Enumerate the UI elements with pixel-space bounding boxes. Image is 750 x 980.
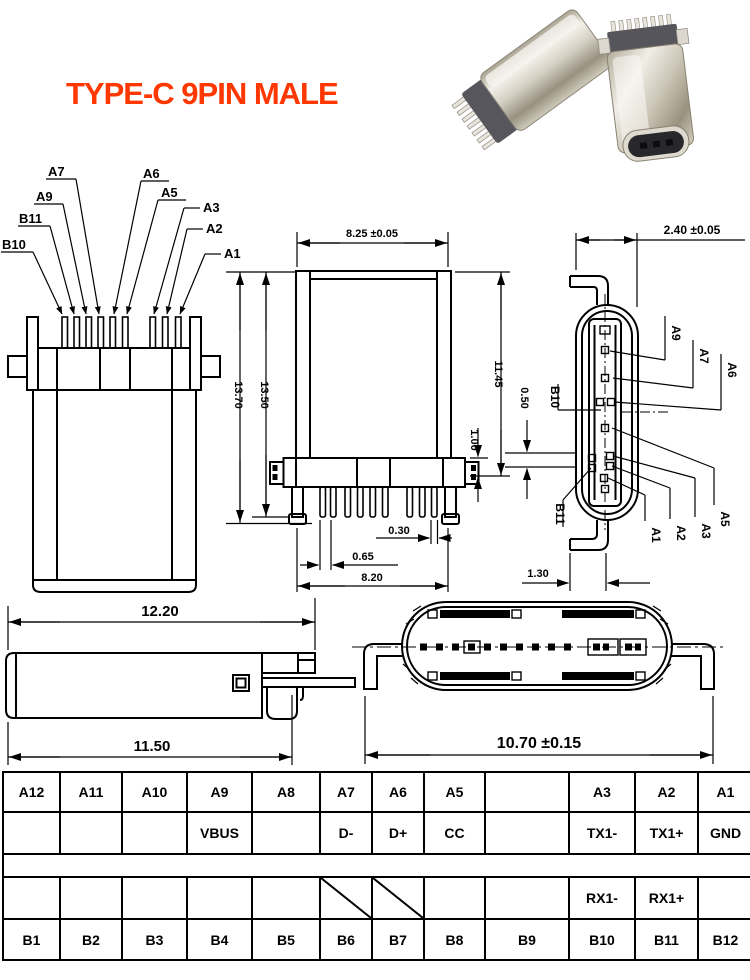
dim-thickness: 2.40 ±0.05: [664, 223, 721, 237]
connector-sample-front: [597, 13, 695, 162]
connector-sample-angled: [451, 9, 613, 151]
table-cell: [423, 876, 486, 920]
table-cell: A9: [186, 771, 253, 813]
dim-body-height: 13.50: [258, 381, 270, 409]
section-label-a7: A7: [697, 348, 711, 364]
table-cell: [697, 876, 750, 920]
table-cell: B6: [319, 918, 373, 961]
table-cell-crossed: [319, 876, 373, 920]
dim-total-length: 12.20: [141, 603, 179, 620]
section-label-a5: A5: [718, 511, 732, 527]
table-cell: [186, 876, 253, 920]
table-cell-crossed: [371, 876, 425, 920]
table-cell: [2, 876, 61, 920]
table-cell: B10: [568, 918, 636, 961]
section-label-b11: B11: [553, 503, 567, 525]
table-cell: CC: [423, 811, 486, 855]
table-cell: A3: [568, 771, 636, 813]
table-cell: A10: [121, 771, 188, 813]
table-cell: [251, 811, 321, 855]
section-label-a1: A1: [649, 527, 663, 543]
dim-step: 1.00: [468, 429, 480, 450]
dim-body-length: 11.50: [134, 738, 171, 755]
table-cell: A6: [371, 771, 425, 813]
product-photo: [451, 9, 695, 162]
table-cell: A7: [319, 771, 373, 813]
table-cell: TX1-: [568, 811, 636, 855]
table-cell: D-: [319, 811, 373, 855]
table-row-a-functions: VBUS D- D+ CC TX1- TX1+ GND: [2, 811, 750, 855]
section-view-drawing: 2.40 ±0.05 0.50 1.30 A9 A7 A6 B10 B11 A1…: [505, 223, 745, 591]
table-cell: TX1+: [634, 811, 699, 855]
table-cell: [2, 811, 61, 855]
table-cell: B1: [2, 918, 61, 961]
dim-pin-pitch: 0.65: [352, 551, 373, 563]
section-label-a2: A2: [674, 525, 688, 541]
dim-top-width: 10.70 ±0.15: [497, 735, 582, 752]
pin-label-b11: B11: [19, 211, 42, 226]
dim-width: 8.25 ±0.05: [346, 228, 398, 240]
dim-tongue-offset: 0.50: [518, 387, 530, 408]
table-cell: RX1+: [634, 876, 699, 920]
pin-label-a9: A9: [36, 189, 53, 204]
section-label-a6: A6: [725, 362, 739, 378]
table-cell: [59, 811, 123, 855]
table-cell: B3: [121, 918, 188, 961]
page-title: TYPE-C 9PIN MALE: [66, 76, 339, 111]
section-label-b10: B10: [548, 386, 562, 408]
table-row-spacer: [2, 853, 750, 878]
front-view-drawing: A7 A9 B11 B10 A6 A5 A3 A2 A1: [1, 164, 241, 593]
pin-label-a5: A5: [161, 185, 178, 200]
table-cell: B7: [371, 918, 425, 961]
table-row-b-functions: RX1- RX1+: [2, 876, 750, 920]
table-cell: A1: [697, 771, 750, 813]
pin-assignment-table: A12 A11 A10 A9 A8 A7 A6 A5 A3 A2 A1 VBUS…: [2, 771, 750, 961]
table-cell: [484, 811, 570, 855]
pin-label-a7: A7: [48, 164, 65, 179]
table-cell: B9: [484, 918, 570, 961]
table-cell: A5: [423, 771, 486, 813]
pin-label-a2: A2: [206, 221, 223, 236]
dim-total-height: 13.70: [232, 381, 244, 409]
table-spacer-cell: [2, 853, 750, 878]
pin-label-a1: A1: [224, 246, 241, 261]
table-cell: [121, 811, 188, 855]
table-cell: RX1-: [568, 876, 636, 920]
table-cell: A11: [59, 771, 123, 813]
dim-pin-row-width: 8.20: [361, 572, 382, 584]
table-row-a-pins: A12 A11 A10 A9 A8 A7 A6 A5 A3 A2 A1: [2, 771, 750, 813]
table-cell: B2: [59, 918, 123, 961]
table-cell: A8: [251, 771, 321, 813]
dim-shell-depth: 11.45: [492, 361, 504, 388]
section-label-a3: A3: [699, 523, 713, 539]
table-cell: GND: [697, 811, 750, 855]
table-cell: [121, 876, 188, 920]
section-label-a9: A9: [669, 325, 683, 341]
table-cell: B4: [186, 918, 253, 961]
side-view-drawing: 8.25 ±0.05 13.70 13.50 11.45 1.00 0.30 0…: [226, 228, 510, 592]
dim-pin-width: 0.30: [388, 525, 409, 537]
profile-view-drawing: 12.20 11.50: [5, 598, 356, 765]
top-view-drawing: 10.70 ±0.15: [352, 601, 726, 764]
table-cell: [484, 771, 570, 813]
table-cell: A12: [2, 771, 61, 813]
table-cell: A2: [634, 771, 699, 813]
table-cell: [251, 876, 321, 920]
table-cell: [59, 876, 123, 920]
dim-leg-width: 1.30: [527, 568, 548, 580]
table-cell: B12: [697, 918, 750, 961]
pin-label-b10: B10: [2, 237, 26, 252]
table-cell: B8: [423, 918, 486, 961]
table-cell: VBUS: [186, 811, 253, 855]
table-row-b-pins: B1 B2 B3 B4 B5 B6 B7 B8 B9 B10 B11 B12: [2, 918, 750, 961]
pin-label-a3: A3: [203, 200, 220, 215]
pin-label-a6: A6: [143, 166, 160, 181]
table-cell: [484, 876, 570, 920]
table-cell: B5: [251, 918, 321, 961]
table-cell: D+: [371, 811, 425, 855]
table-cell: B11: [634, 918, 699, 961]
